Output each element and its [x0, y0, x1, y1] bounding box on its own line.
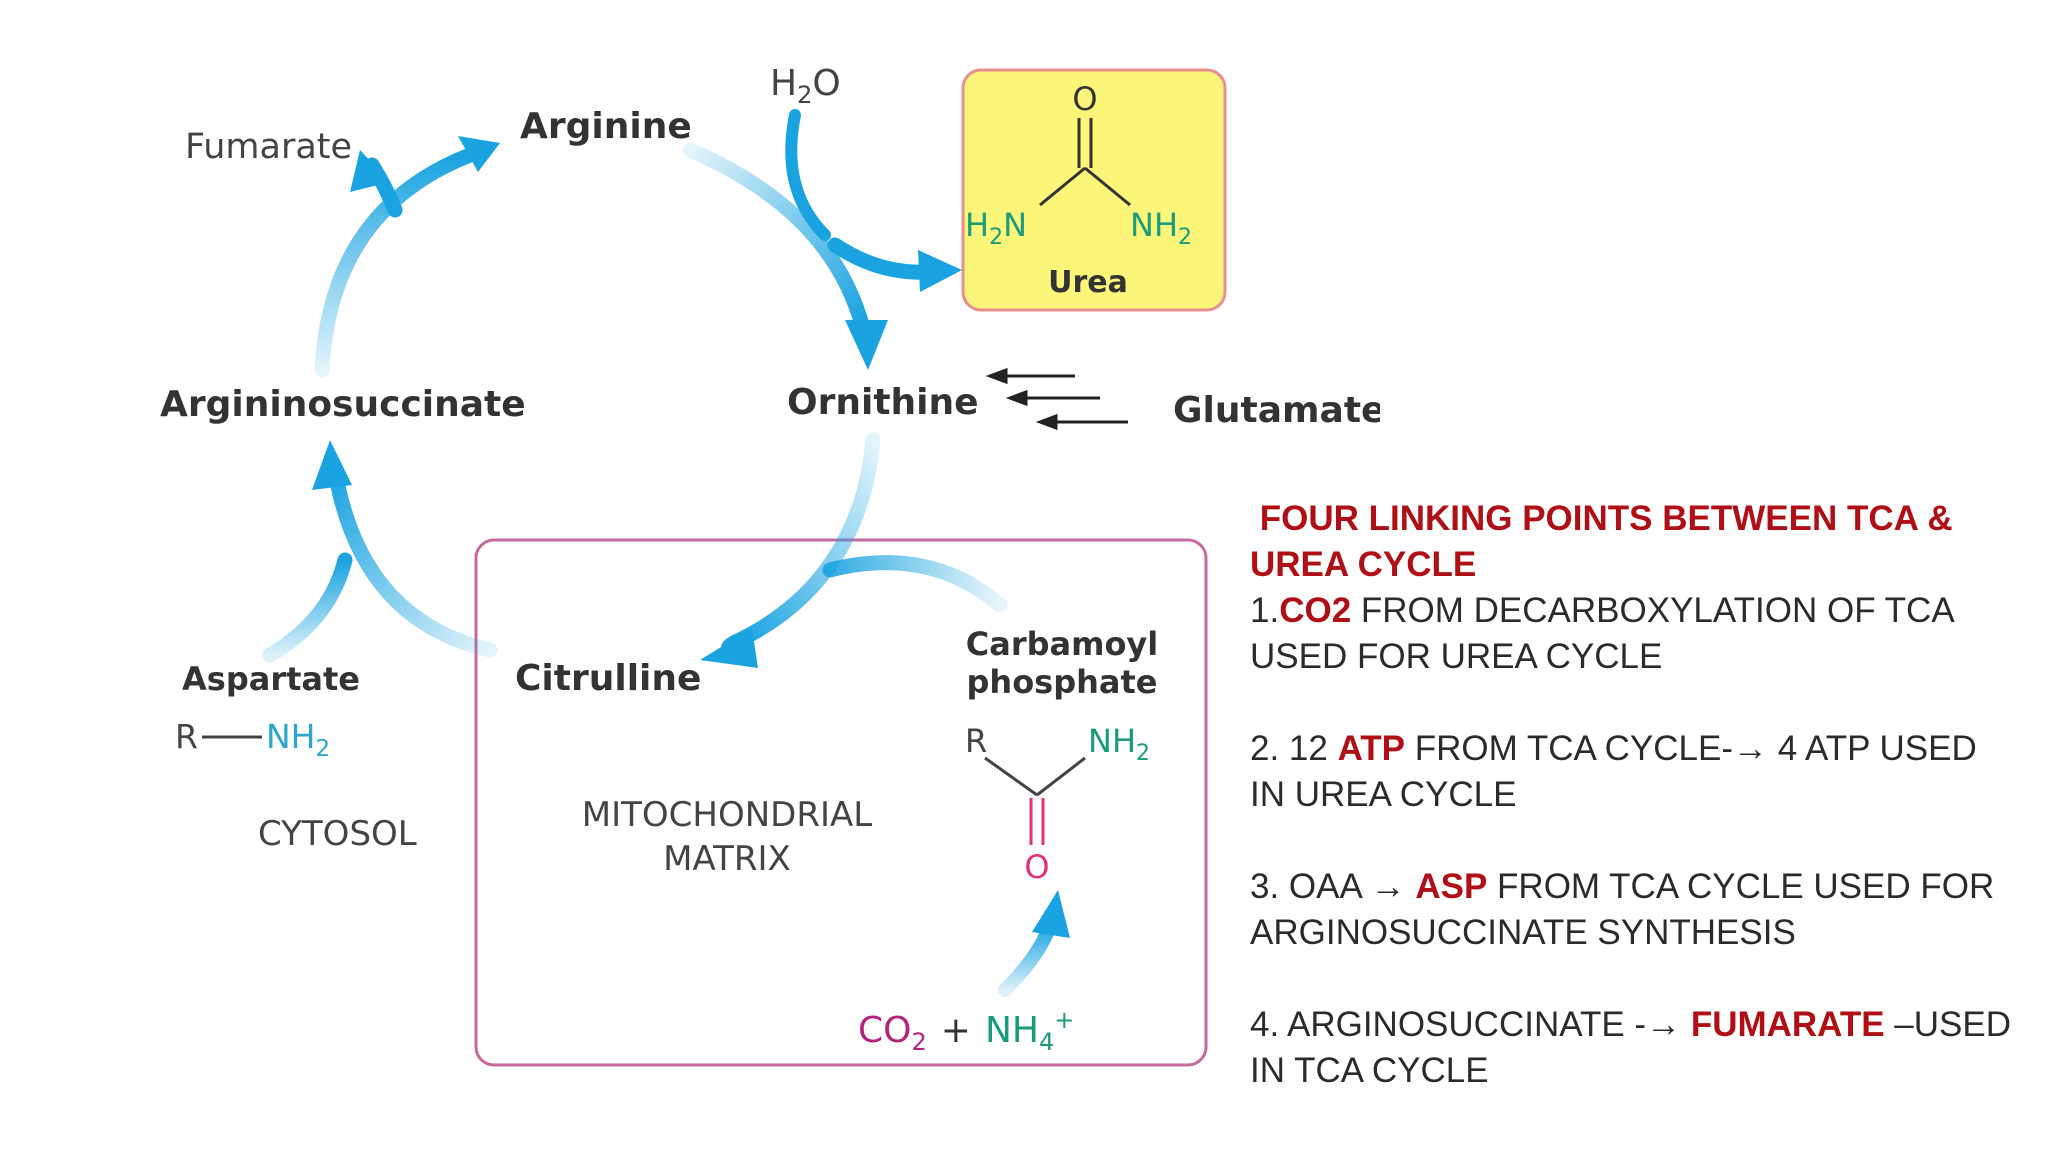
mitochondrial-label-line2: MATRIX [663, 839, 791, 879]
glutamate-equilibrium-arrows [985, 367, 1128, 431]
arrowhead-citrulline [700, 628, 758, 668]
arginine-label: Arginine [520, 106, 692, 147]
urea-h2n: H2N [965, 206, 1027, 250]
linking-point-3: 3. OAA → ASP FROM TCA CYCLE USED FOR ARG… [1250, 867, 1995, 952]
argininosuccinate-label: Argininosuccinate [160, 384, 526, 425]
urea-label: Urea [1048, 265, 1128, 300]
arrow-arginine-to-ornithine [682, 142, 870, 333]
arrowhead-ornithine [845, 320, 888, 370]
water-label: H2O [770, 63, 841, 109]
arrowhead-arginine [458, 136, 500, 172]
arrowhead-argininosuccinate [312, 440, 352, 490]
ornithine-label: Ornithine [787, 382, 979, 423]
urea-structure: O H2N NH2 Urea [965, 80, 1192, 300]
urea-box [961, 68, 1227, 312]
arrow-water-input [785, 109, 831, 241]
svg-text:R: R [965, 722, 987, 760]
arrow-argininosuccinate-to-arginine [314, 147, 478, 378]
linking-point-2: 2. 12 ATP FROM TCA CYCLE-→ 4 ATP USED IN… [1250, 729, 1977, 814]
carbamoyl-label-line2: phosphate [967, 663, 1158, 701]
aspartate-structure: R NH2 [175, 717, 330, 762]
cytosol-label: CYTOSOL [258, 814, 417, 854]
arrowhead-fumarate [350, 150, 390, 192]
notes-heading: FOUR LINKING POINTS BETWEEN TCA & UREA C… [1250, 499, 1953, 584]
carbamoyl-label-line1: Carbamoyl [966, 625, 1159, 663]
co2-nh4-label: CO2+NH4+ [858, 1006, 1074, 1056]
arrowhead-carbamoyl [1032, 890, 1070, 938]
mitochondrial-label-line1: MITOCHONDRIAL [582, 795, 872, 835]
arrow-aspartate-join [262, 552, 353, 663]
svg-text:NH2: NH2 [266, 717, 330, 762]
svg-text:R: R [175, 717, 198, 756]
linking-points-notes: FOUR LINKING POINTS BETWEEN TCA & UREA C… [1250, 496, 2020, 1094]
arrowhead-urea [918, 250, 962, 292]
linking-point-4: 4. ARGINOSUCCINATE -→ FUMARATE –USED IN … [1250, 1005, 2012, 1090]
carbamoyl-structure: R NH2 O [965, 722, 1150, 886]
arrow-ornithine-to-citrulline [732, 432, 881, 648]
fumarate-label: Fumarate [185, 127, 352, 167]
glutamate-label: Glutamate [1173, 390, 1380, 431]
svg-text:NH2: NH2 [1088, 722, 1150, 766]
svg-text:O: O [1024, 848, 1049, 886]
arrow-co2-to-carbamoyl [998, 918, 1057, 997]
arrow-urea-branch [827, 237, 938, 280]
arrow-citrulline-to-argininosuccinate [327, 462, 498, 658]
urea-cycle-diagram: O H2N NH2 Urea H2O Arginine Fumarate Arg… [160, 63, 1380, 1067]
linking-point-1: 1.CO2 FROM DECARBOXYLATION OF TCA USED F… [1250, 591, 1953, 676]
urea-nh2: NH2 [1130, 206, 1192, 250]
urea-oxygen: O [1072, 80, 1097, 118]
citrulline-label: Citrulline [515, 658, 701, 699]
arrow-carbamoyl-join [822, 555, 1008, 613]
aspartate-label: Aspartate [182, 660, 360, 698]
